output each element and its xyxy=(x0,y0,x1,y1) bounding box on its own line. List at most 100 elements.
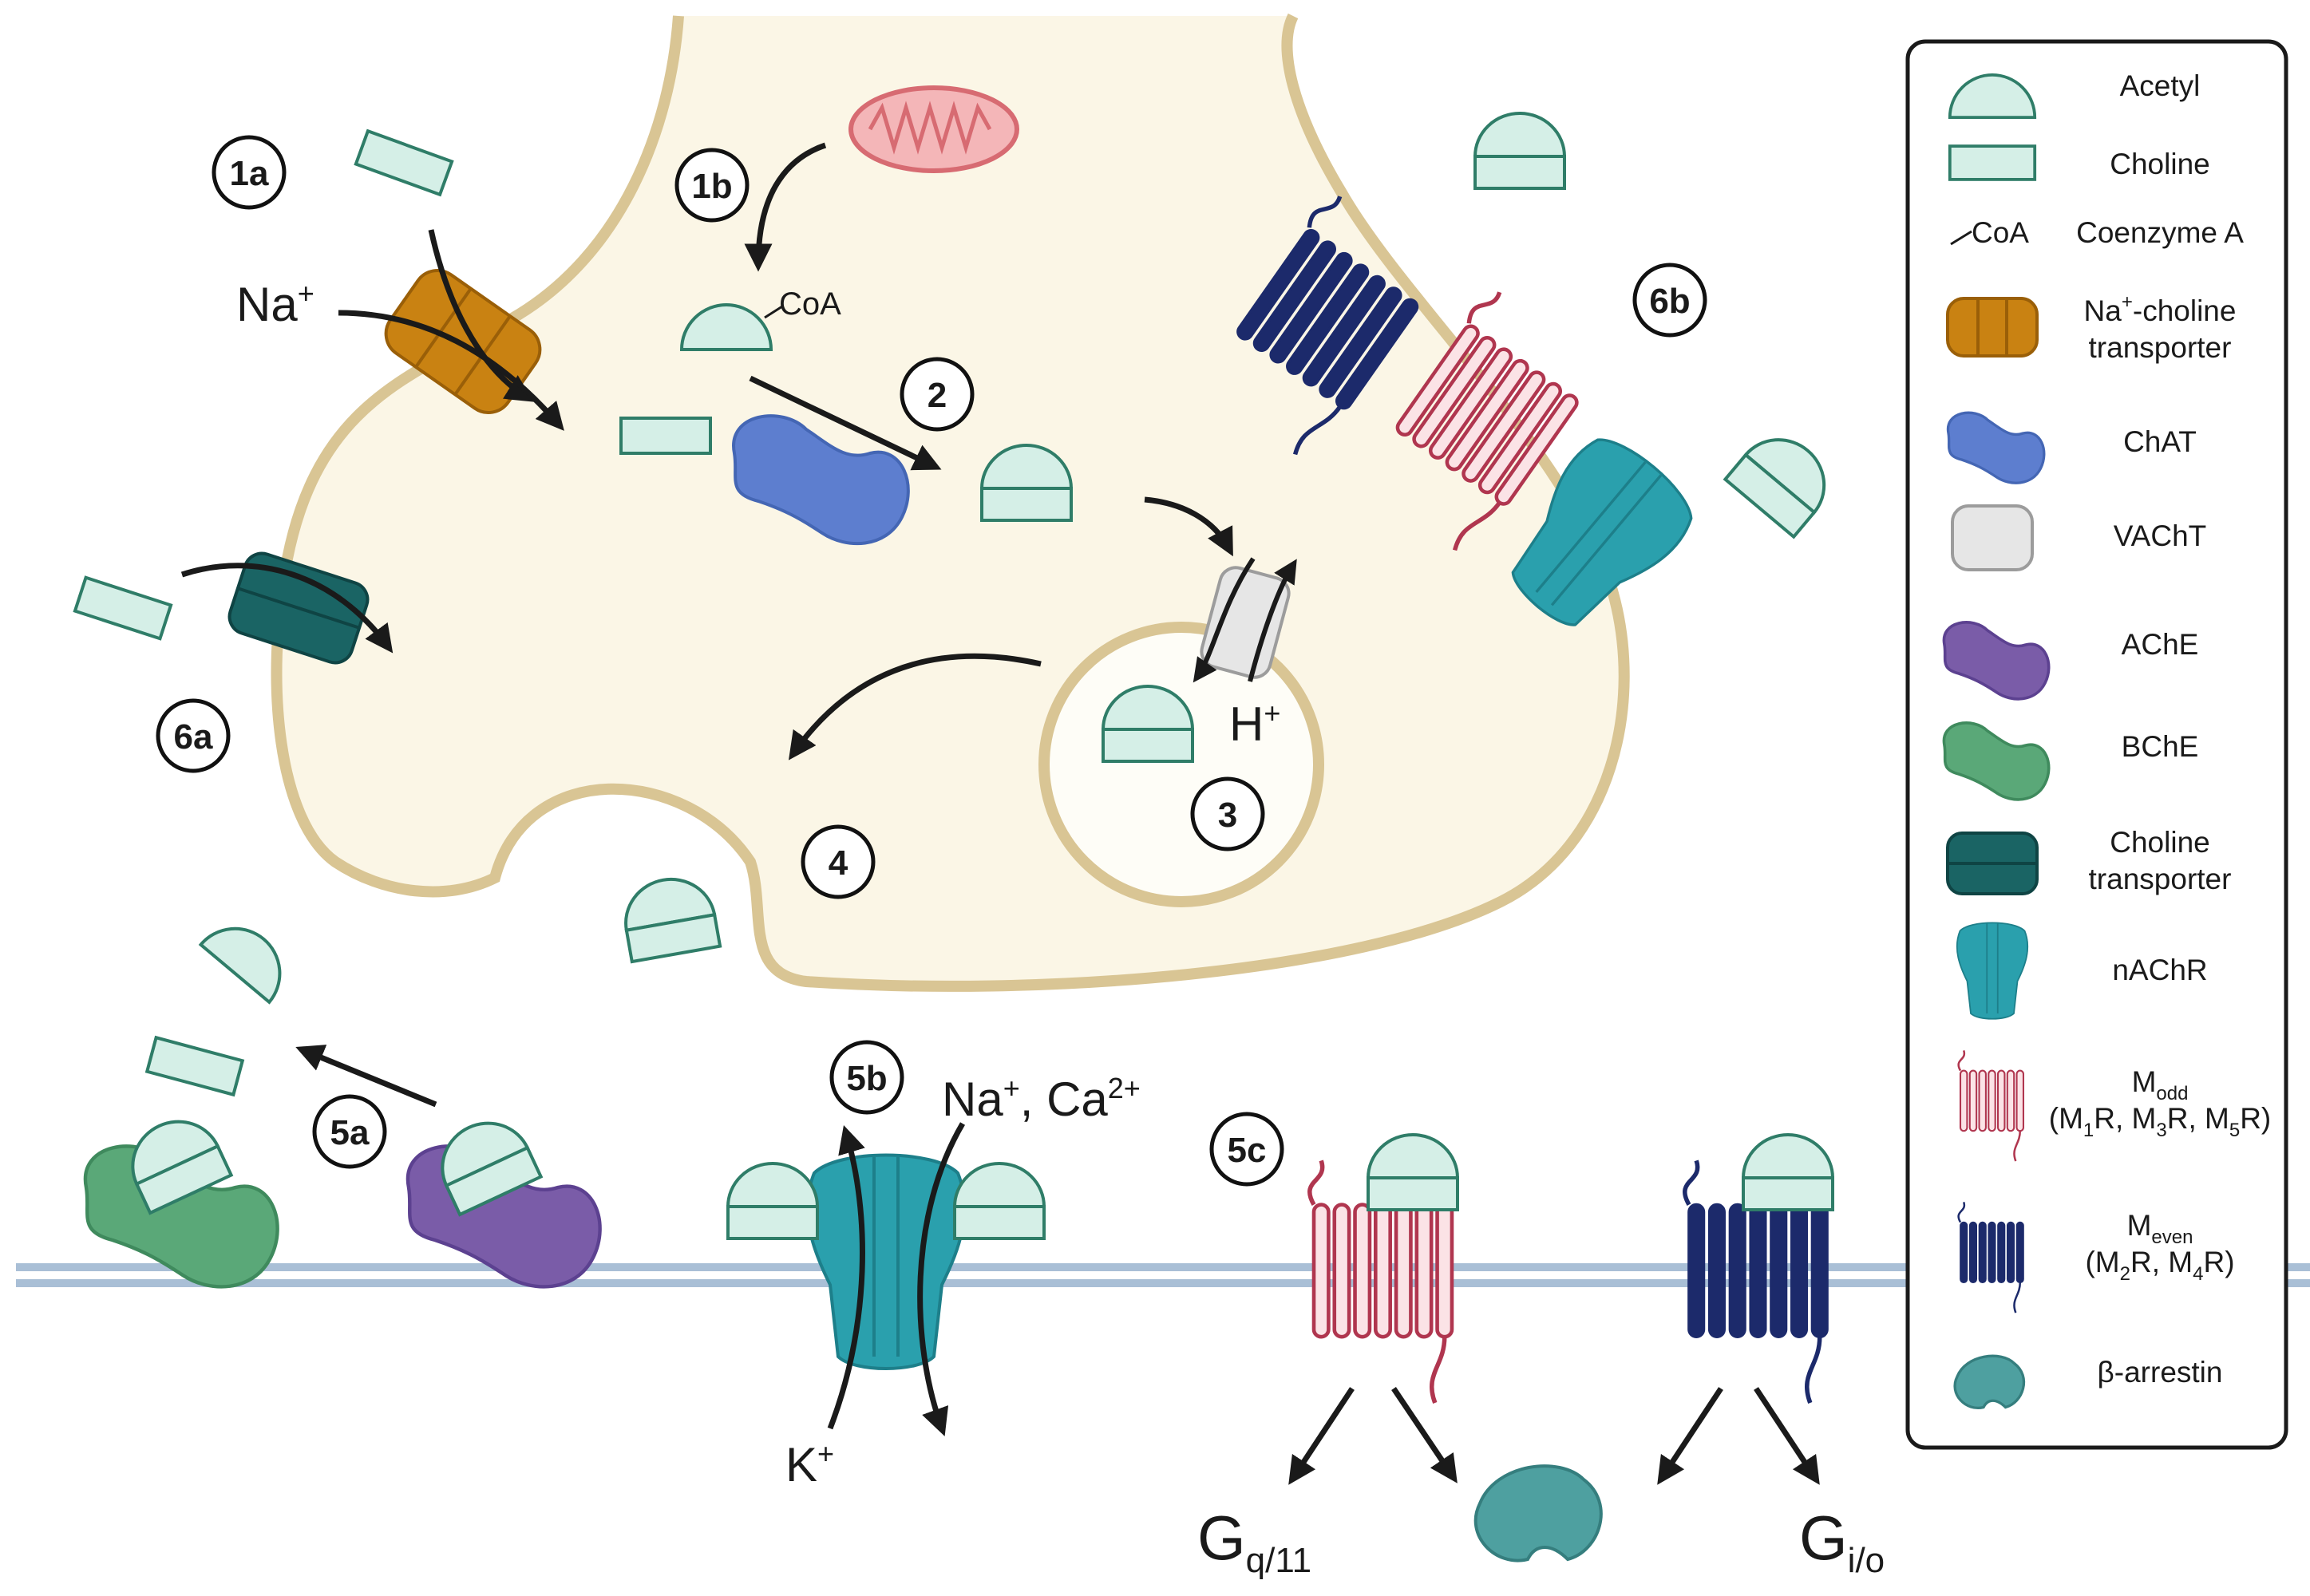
choline-icon xyxy=(1948,144,2037,181)
step-1b-label: 1b xyxy=(691,167,732,206)
arrow-1a-na xyxy=(338,310,564,431)
arrow-gi xyxy=(1754,1387,1820,1485)
na-ion-label-1a: Na+ xyxy=(236,277,314,331)
legend-label-m-even-2: (M2R, M4R) xyxy=(2085,1246,2234,1285)
step-4-label: 4 xyxy=(829,843,848,883)
choline-1a xyxy=(354,129,454,196)
legend-item-nachr: nAChR xyxy=(1956,922,2208,1020)
gio-label: Gi/o xyxy=(1799,1503,1885,1580)
legend-label-m-odd-2: (M1R, M3R, M5R) xyxy=(2049,1102,2272,1141)
na-choline-transporter-icon xyxy=(1946,297,2039,358)
legend-label-nachr: nAChR xyxy=(2112,954,2207,986)
acetylcholine-synthesized xyxy=(980,444,1073,522)
step-5a-label: 5a xyxy=(330,1113,370,1152)
step-6a-badge: 6a xyxy=(158,701,228,771)
legend-item-ache: AChE xyxy=(1942,621,2199,701)
acetylcholine-in-vesicle xyxy=(1102,685,1194,763)
legend-label-na-choline-transporter: Na+-choline xyxy=(2084,291,2237,327)
nachr-postsynaptic xyxy=(805,1153,967,1370)
mitochondrion xyxy=(848,85,1019,173)
step-2-badge: 2 xyxy=(902,359,972,429)
step-3-badge: 3 xyxy=(1193,779,1263,849)
coenzyme-a-icon xyxy=(1950,230,1972,246)
legend-label-na-choline-transporter-2: transporter xyxy=(2089,331,2232,364)
step-5a-badge: 5a xyxy=(314,1096,385,1167)
acetylcholine-6b-top xyxy=(1473,112,1566,190)
synaptic-vesicle xyxy=(1038,622,1324,907)
acetylcholine-nachr-left xyxy=(726,1162,819,1240)
legend-item-choline-transporter: Choline transporter xyxy=(1946,826,2232,895)
step-6b-label: 6b xyxy=(1649,282,1690,321)
h-ion-label: H+ xyxy=(1229,697,1280,751)
legend-label-choline-transporter-2: transporter xyxy=(2089,863,2232,895)
legend-label-coenzyme-a: Coenzyme A xyxy=(2076,216,2244,249)
vacht-transporter xyxy=(1200,566,1291,679)
legend-label-ache: AChE xyxy=(2122,628,2199,661)
arrow-to-vacht xyxy=(1144,496,1233,557)
step-1a-label: 1a xyxy=(230,154,269,193)
choline-intracellular xyxy=(619,417,712,455)
arrow-6a xyxy=(180,563,394,654)
arrow-gq xyxy=(1288,1387,1355,1485)
legend-item-vacht: VAChT xyxy=(1951,504,2207,571)
legend-item-m-even: Meven (M2R, M4R) xyxy=(1957,1201,2235,1314)
step-5b-label: 5b xyxy=(846,1059,887,1098)
legend-label-m-odd: Modd xyxy=(2132,1065,2189,1104)
legend-item-m-odd: Modd (M1R, M3R, M5R) xyxy=(1957,1049,2272,1163)
arrow-5a xyxy=(295,1045,437,1108)
legend-item-bche: BChE xyxy=(1942,721,2199,801)
step-5c-label: 5c xyxy=(1228,1131,1267,1170)
choline-transporter-icon xyxy=(1946,832,2039,895)
arrow-vacht-out xyxy=(1248,559,1297,682)
choline-5a xyxy=(145,1036,244,1096)
arrow-1b xyxy=(744,142,827,272)
choline-transporter xyxy=(227,551,370,665)
coa-tail xyxy=(764,305,783,319)
legend-item-coenzyme-a: CoA Coenzyme A xyxy=(1950,216,2244,249)
arrow-1a-choline xyxy=(428,229,534,402)
legend-item-beta-arrestin: β-arrestin xyxy=(1953,1354,2223,1409)
step-6b-badge: 6b xyxy=(1635,265,1705,335)
step-1b-badge: 1b xyxy=(677,150,747,220)
legend-item-chat: ChAT xyxy=(1946,411,2197,484)
legend-label-m-even: Meven xyxy=(2127,1209,2193,1248)
na-ca-ion-label: Na+, Ca2+ xyxy=(942,1072,1141,1126)
arrow-vacht-in xyxy=(1193,557,1256,683)
legend-label-vacht: VAChT xyxy=(2114,519,2207,552)
acetylcholine-6b-side xyxy=(1723,420,1844,539)
step-6a-label: 6a xyxy=(174,717,213,757)
arrow-5b-in xyxy=(917,1122,966,1436)
coa-label: CoA xyxy=(779,286,841,322)
step-5c-badge: 5c xyxy=(1212,1114,1282,1184)
legend-item-na-choline-transporter: Na+-choline transporter xyxy=(1946,291,2237,364)
beta-arrestin xyxy=(1473,1464,1603,1562)
legend-label-acetyl: Acetyl xyxy=(2120,69,2201,102)
legend-item-choline: Choline xyxy=(1948,144,2210,181)
legend-icon-coa-text: CoA xyxy=(1972,216,2029,249)
arrow-5b-out xyxy=(827,1124,865,1430)
step-5b-badge: 5b xyxy=(832,1042,902,1112)
acetylcholine-m-even xyxy=(1742,1133,1834,1211)
step-3-label: 3 xyxy=(1218,796,1237,835)
acetylcholine-nachr-right xyxy=(953,1162,1046,1240)
step-4-badge: 4 xyxy=(803,827,873,897)
k-ion-label: K+ xyxy=(785,1437,834,1491)
choline-6a xyxy=(73,575,173,641)
acetylcholine-released xyxy=(617,871,722,964)
step-1a-badge: 1a xyxy=(214,137,284,207)
legend-label-chat: ChAT xyxy=(2123,425,2197,458)
legend-item-acetyl: Acetyl xyxy=(1948,69,2201,120)
legend: Acetyl Choline CoA Coenzyme A Na+-cholin… xyxy=(1905,39,2288,1450)
legend-label-choline-transporter: Choline xyxy=(2110,826,2209,859)
arrow-4 xyxy=(788,653,1042,760)
arrow-2 xyxy=(749,375,942,471)
step-2-label: 2 xyxy=(928,376,947,415)
gq11-label: Gq/11 xyxy=(1197,1503,1311,1580)
legend-label-choline: Choline xyxy=(2110,148,2209,180)
vacht-icon xyxy=(1951,504,2034,571)
legend-label-bche: BChE xyxy=(2122,730,2199,763)
legend-label-beta-arrestin: β-arrestin xyxy=(2098,1356,2223,1389)
acetyl-5a xyxy=(199,908,300,1004)
arrow-m-odd-arrestin xyxy=(1391,1387,1458,1483)
